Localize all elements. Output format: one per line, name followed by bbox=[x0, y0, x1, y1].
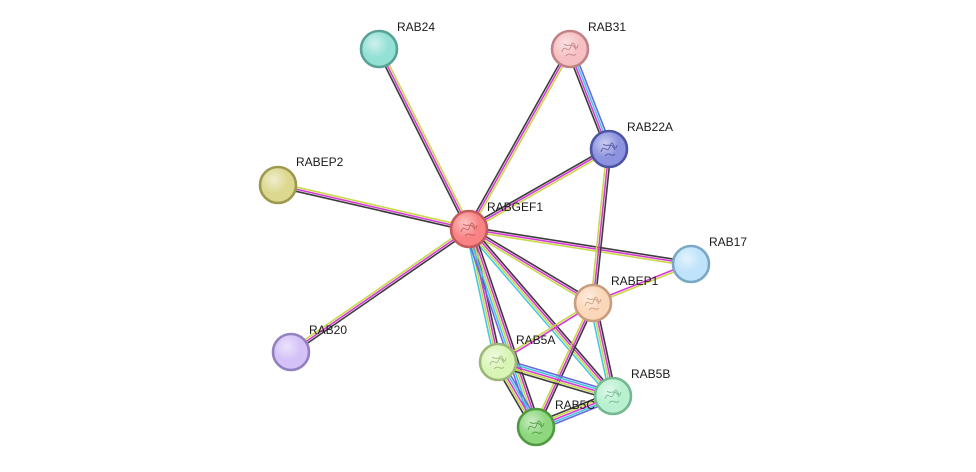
edge-strand bbox=[277, 186, 469, 232]
edge-strand bbox=[468, 228, 594, 304]
edge-strand bbox=[376, 49, 468, 231]
node-label: RAB5C bbox=[555, 398, 595, 412]
edge-rabgef1-rab22a[interactable] bbox=[467, 146, 611, 232]
node-highlight bbox=[261, 168, 295, 202]
node-highlight bbox=[274, 335, 308, 369]
protein-structure-icon bbox=[527, 420, 545, 435]
edge-rabgef1-rabep1[interactable] bbox=[467, 226, 595, 306]
edge-strand bbox=[533, 301, 592, 427]
edge-strand bbox=[535, 302, 594, 428]
edge-strand bbox=[472, 227, 541, 426]
node-highlight bbox=[362, 32, 396, 66]
protein-structure-icon bbox=[561, 42, 579, 57]
edge-strand bbox=[290, 228, 470, 353]
edge-strand bbox=[469, 226, 692, 263]
edge-strand bbox=[537, 303, 596, 429]
edge-strand bbox=[467, 230, 593, 306]
edge-strand bbox=[498, 357, 615, 393]
edge-strand bbox=[466, 47, 569, 229]
edge-strand bbox=[470, 49, 573, 231]
node-label: RABGEF1 bbox=[487, 200, 543, 214]
edge-strand bbox=[291, 230, 471, 355]
node-label: RABEP2 bbox=[296, 155, 344, 169]
node-label: RAB17 bbox=[709, 235, 747, 249]
edge-rabgef1-rabep2[interactable] bbox=[277, 182, 470, 232]
protein-structure-icon bbox=[604, 389, 622, 404]
edge-strand bbox=[498, 359, 614, 395]
node-rabgef1[interactable]: RABGEF1 bbox=[449, 200, 543, 249]
node-rab5b[interactable]: RAB5B bbox=[593, 367, 670, 416]
edge-strand bbox=[467, 146, 609, 228]
node-label: RAB22A bbox=[627, 120, 673, 134]
edge-strand bbox=[464, 230, 533, 429]
node-label: RAB5B bbox=[631, 367, 670, 381]
edge-rabgef1-rab5c[interactable] bbox=[464, 227, 541, 429]
node-rabep1[interactable]: RABEP1 bbox=[573, 274, 659, 323]
edge-strand bbox=[467, 229, 613, 398]
protein-structure-icon bbox=[460, 222, 478, 237]
edge-strand bbox=[469, 150, 611, 232]
edge-strand bbox=[592, 148, 610, 304]
edge-strand bbox=[466, 230, 612, 399]
edge-rabgef1-rab17[interactable] bbox=[468, 226, 692, 267]
edge-rabgef1-rab31[interactable] bbox=[466, 47, 573, 231]
node-label: RABEP1 bbox=[611, 274, 659, 288]
edge-rabgef1-rab20[interactable] bbox=[289, 226, 471, 355]
edge-strand bbox=[470, 228, 539, 427]
edge-rabgef1-rab5b[interactable] bbox=[466, 226, 616, 399]
edge-rabgef1-rab24[interactable] bbox=[376, 47, 472, 231]
edge-strand bbox=[469, 227, 615, 396]
edge-rab22a-rabep1[interactable] bbox=[590, 148, 612, 304]
node-rab5a[interactable]: RAB5A bbox=[478, 333, 555, 382]
edge-strand bbox=[378, 48, 470, 230]
edge-strand bbox=[469, 226, 595, 302]
edge-strand bbox=[278, 182, 470, 228]
edge-strand bbox=[590, 148, 608, 303]
edge-strand bbox=[594, 149, 612, 304]
node-rab24[interactable]: RAB24 bbox=[359, 20, 435, 69]
node-highlight bbox=[674, 247, 708, 281]
node-label: RAB24 bbox=[397, 20, 435, 34]
edge-strand bbox=[380, 47, 472, 229]
edge-strand bbox=[468, 228, 692, 265]
node-rabep2[interactable]: RABEP2 bbox=[258, 155, 344, 205]
node-label: RAB5A bbox=[516, 333, 555, 347]
node-rab22a[interactable]: RAB22A bbox=[589, 120, 673, 169]
node-rab17[interactable]: RAB17 bbox=[671, 235, 747, 284]
edge-rab5a-rab5b[interactable] bbox=[496, 357, 615, 401]
edge-strand bbox=[468, 228, 537, 428]
node-label: RAB31 bbox=[588, 20, 626, 34]
protein-structure-icon bbox=[600, 142, 618, 157]
node-label: RAB20 bbox=[309, 323, 347, 337]
edge-strand bbox=[497, 363, 613, 399]
edge-strand bbox=[468, 148, 610, 230]
edge-strand bbox=[497, 361, 614, 397]
edge-strand bbox=[277, 184, 470, 230]
edge-strand bbox=[470, 226, 616, 395]
edge-strand bbox=[496, 365, 613, 401]
edge-strand bbox=[465, 229, 496, 363]
edge-strand bbox=[468, 48, 571, 230]
edge-strand bbox=[468, 230, 691, 267]
node-rab20[interactable]: RAB20 bbox=[271, 323, 347, 372]
node-rab5c[interactable]: RAB5C bbox=[516, 398, 595, 447]
edge-rabep1-rab5c[interactable] bbox=[533, 301, 596, 429]
protein-structure-icon bbox=[584, 296, 602, 311]
protein-structure-icon bbox=[489, 355, 507, 370]
edge-strand bbox=[289, 226, 469, 351]
node-rab31[interactable]: RAB31 bbox=[550, 20, 626, 69]
